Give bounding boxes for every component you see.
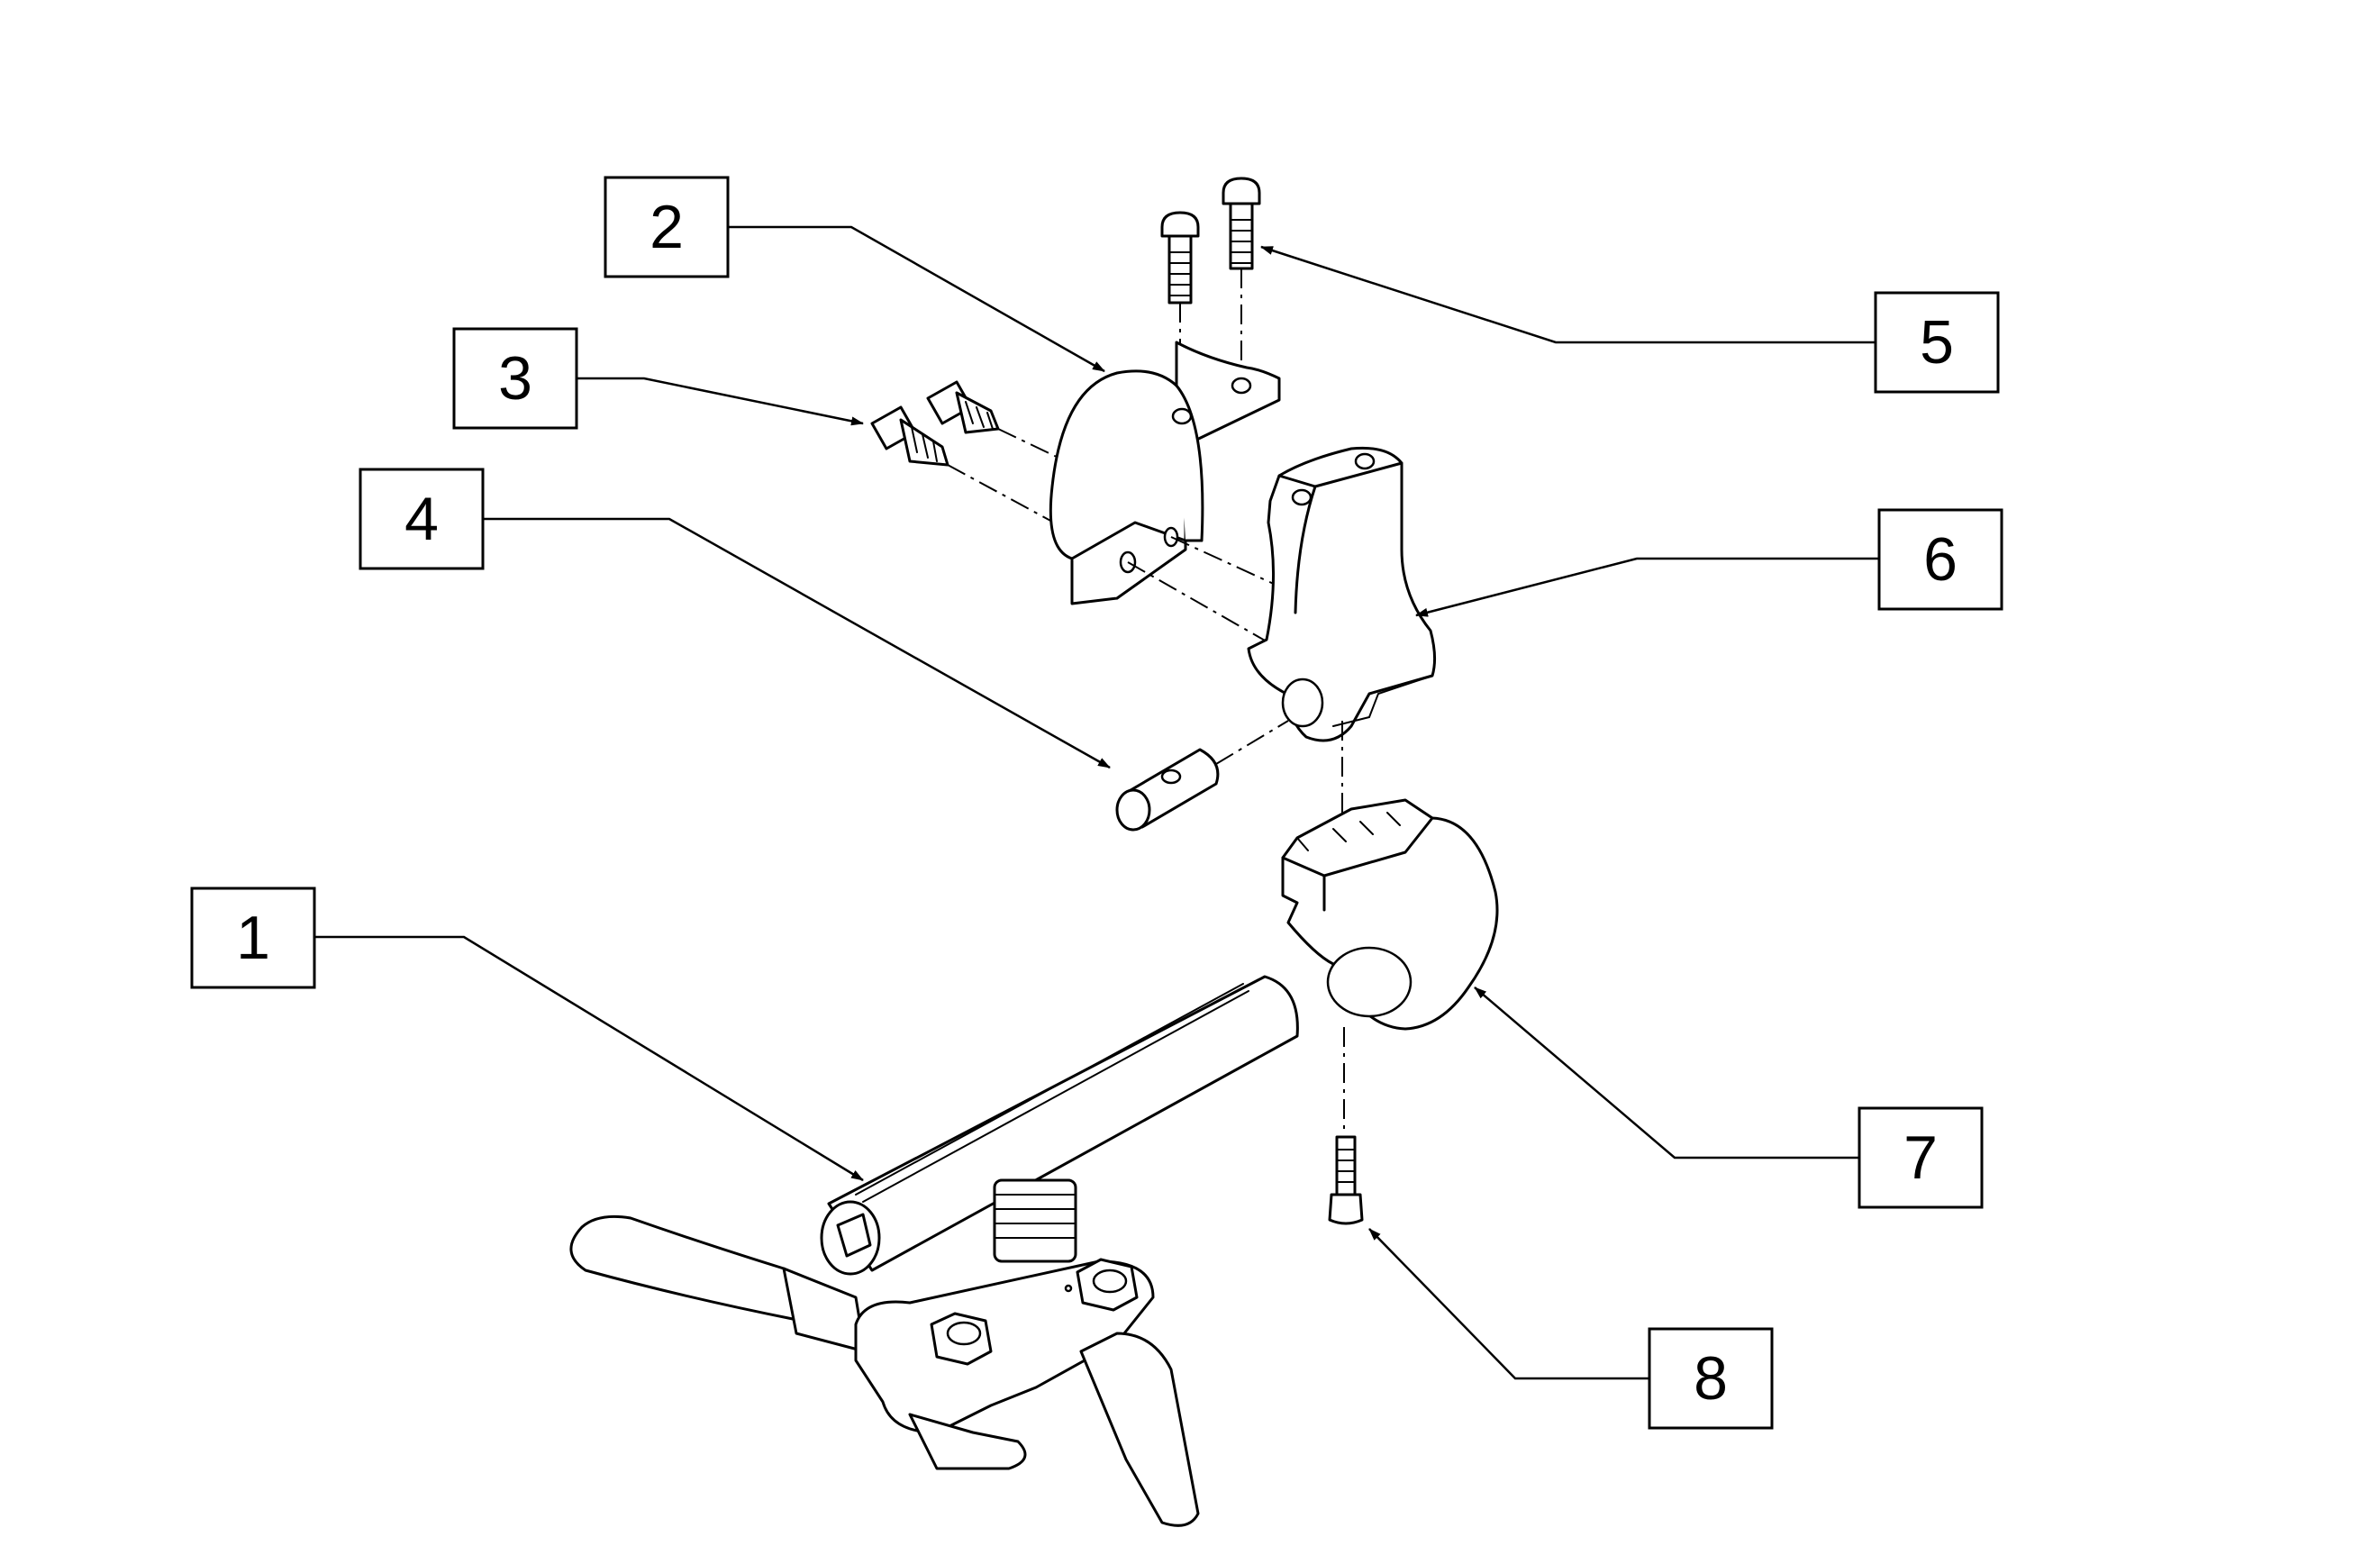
leader-line-6 [1415,557,1879,617]
pin-part-4 [1115,748,1220,832]
tube-clamp-assembly-part-1 [569,975,1299,1527]
screw-part-5-left [1160,211,1200,305]
screw-part-3-lower [870,405,949,467]
callout-label-4: 4 [404,485,439,553]
callout-8: 8 [1648,1327,1774,1430]
clamp-part-2 [1049,341,1281,605]
callout-label-5: 5 [1920,308,1954,377]
callout-label-7: 7 [1903,1123,1938,1192]
callout-7: 7 [1858,1106,1984,1209]
callout-3: 3 [452,327,578,430]
callout-label-2: 2 [650,193,684,261]
screw-part-3-upper [926,380,1000,434]
callout-2: 2 [604,176,730,278]
clamp-part-7 [1281,798,1499,1031]
leader-line-7 [1474,987,1859,1160]
callout-label-6: 6 [1923,525,1958,594]
leader-line-1 [314,935,864,1182]
callout-label-1: 1 [236,904,270,972]
callout-label-8: 8 [1694,1344,1728,1413]
leader-lines [314,225,1879,1380]
callout-4: 4 [359,468,485,570]
clamp-part-6 [1247,446,1437,742]
leader-line-4 [483,517,1111,769]
leader-line-5 [1260,245,1876,344]
callout-label-3: 3 [498,344,532,413]
leader-line-2 [728,225,1105,373]
leader-line-3 [577,377,864,426]
screw-part-8 [1328,1135,1364,1225]
callout-1: 1 [190,887,316,989]
callout-5: 5 [1874,291,2000,394]
leader-line-8 [1368,1228,1649,1380]
screw-part-5-right [1222,177,1261,270]
callout-6: 6 [1877,508,2003,611]
